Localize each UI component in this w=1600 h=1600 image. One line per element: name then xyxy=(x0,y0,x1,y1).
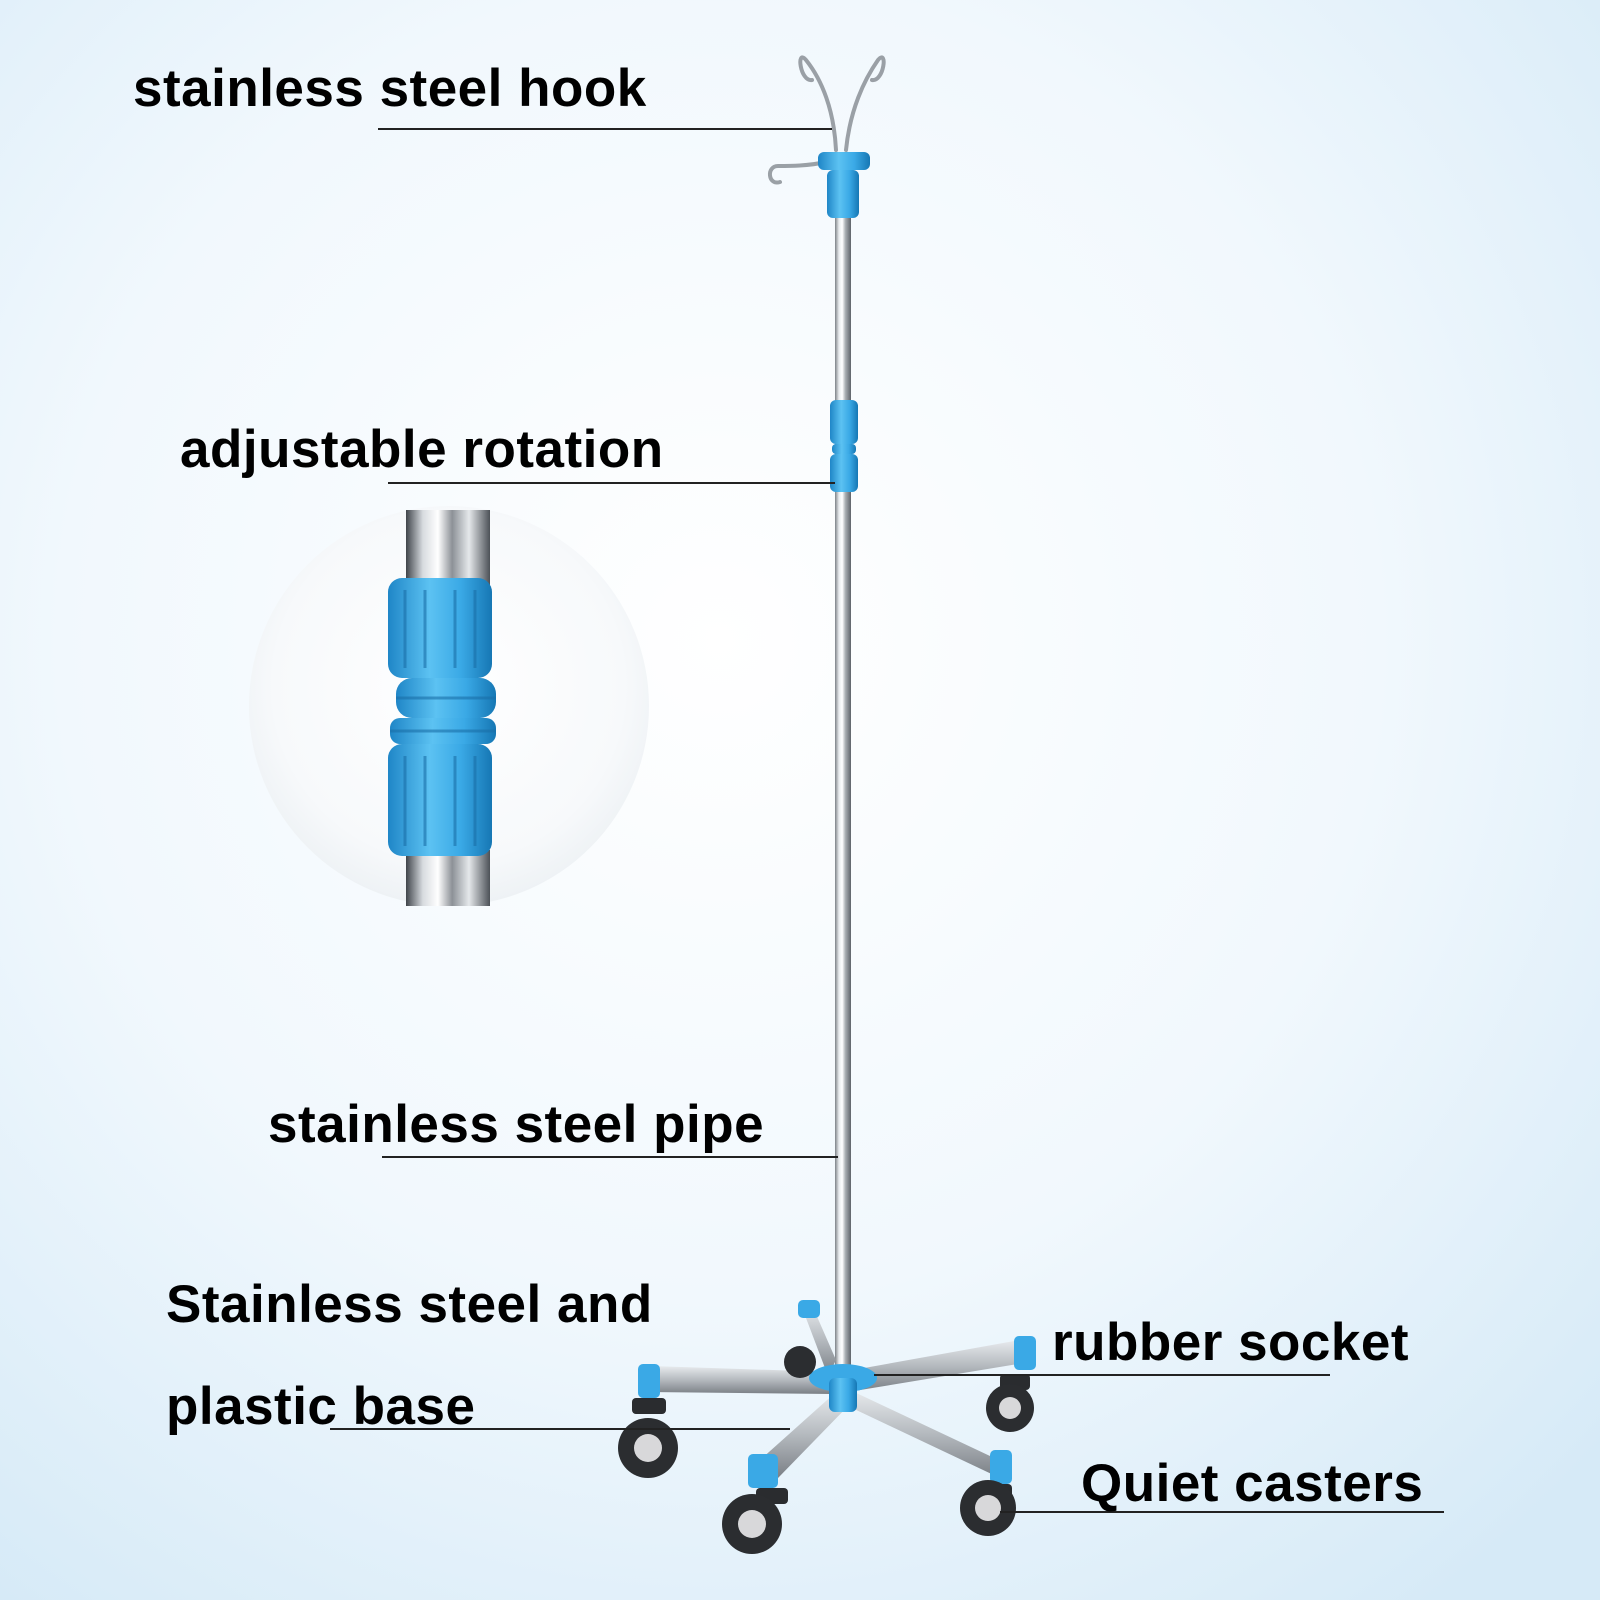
label-adjustable-rotation: adjustable rotation xyxy=(180,420,664,479)
stainless-steel-pipe xyxy=(835,170,851,1370)
callout-lines xyxy=(330,128,1444,1513)
adjustable-rotation-connector xyxy=(830,400,858,492)
rubber-socket xyxy=(809,1364,877,1412)
label-stainless-steel-pipe: stainless steel pipe xyxy=(268,1095,765,1154)
stainless-steel-plastic-base xyxy=(638,1300,1036,1488)
hook-cap xyxy=(818,152,870,218)
quiet-casters xyxy=(618,1346,1034,1554)
label-base-line-1: Stainless steel and xyxy=(166,1275,653,1334)
label-base-line-2: plastic base xyxy=(166,1377,476,1436)
label-quiet-casters: Quiet casters xyxy=(1081,1454,1424,1513)
label-rubber-socket: rubber socket xyxy=(1052,1313,1410,1372)
stainless-steel-hook xyxy=(768,55,886,185)
rotation-detail-inset xyxy=(249,506,649,906)
label-stainless-steel-hook: stainless steel hook xyxy=(133,59,647,118)
